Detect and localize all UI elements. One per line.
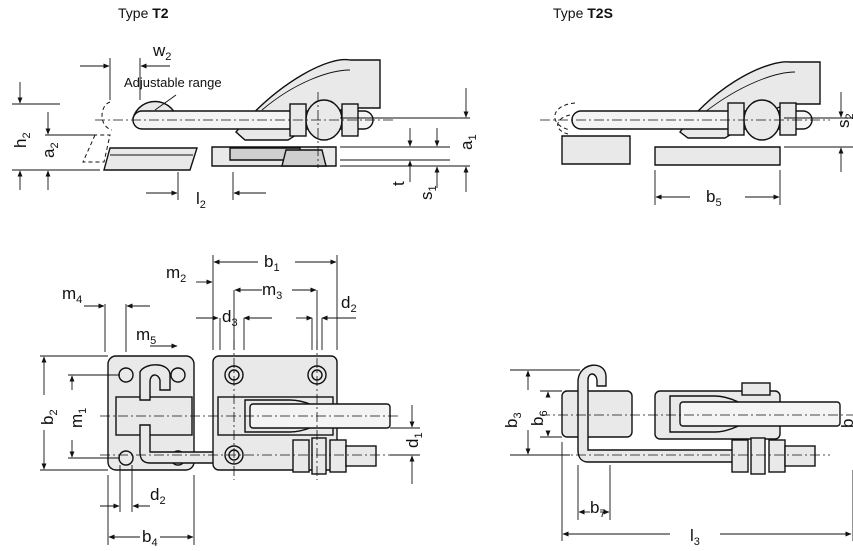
t2-dimension-lines xyxy=(12,58,470,200)
t2s-side-view xyxy=(540,61,830,166)
t2s-top-dimension-lines xyxy=(510,369,853,541)
dim-b3: b3 xyxy=(502,412,524,428)
view-title-t2: Type T2 xyxy=(118,5,169,21)
t2-side-view xyxy=(82,58,395,171)
dim-m5: m5 xyxy=(136,325,156,347)
t2s-dimension-lines xyxy=(654,92,853,205)
dim-b6: b6 xyxy=(528,410,550,426)
dim-m3: m3 xyxy=(262,280,282,302)
dim-s1: s1 xyxy=(417,185,439,200)
dim-a1: a1 xyxy=(457,134,479,150)
dim-m1: m1 xyxy=(67,408,89,428)
dim-b2: b2 xyxy=(38,409,60,425)
dim-t: t xyxy=(389,181,408,186)
dim-d2-bottom: d2 xyxy=(150,485,166,507)
dim-b4: b4 xyxy=(142,527,158,549)
t2-top-view xyxy=(100,340,400,480)
dim-h2: h2 xyxy=(11,132,33,148)
dim-d2-top: d2 xyxy=(341,293,357,315)
adjustable-range-label: Adjustable range xyxy=(124,75,222,90)
dim-l3: l3 xyxy=(690,526,700,548)
dim-b7: b7 xyxy=(590,498,606,520)
dim-m2: m2 xyxy=(166,263,186,285)
dim-d3: d3 xyxy=(222,307,238,329)
dim-d1: d1 xyxy=(403,432,425,448)
dim-s2: s2 xyxy=(834,113,853,128)
dim-b5: b5 xyxy=(706,187,722,209)
t2-top-dimension-lines xyxy=(40,255,420,545)
dim-b-cut: b xyxy=(838,419,853,428)
t2s-top-view xyxy=(540,364,853,475)
dim-b1: b1 xyxy=(264,252,280,274)
dim-m4: m4 xyxy=(62,284,82,306)
dim-a2: a2 xyxy=(39,142,61,158)
dim-l2: l2 xyxy=(196,189,206,211)
view-title-t2s: Type T2S xyxy=(553,5,613,21)
dim-w2: w2 xyxy=(152,41,171,63)
